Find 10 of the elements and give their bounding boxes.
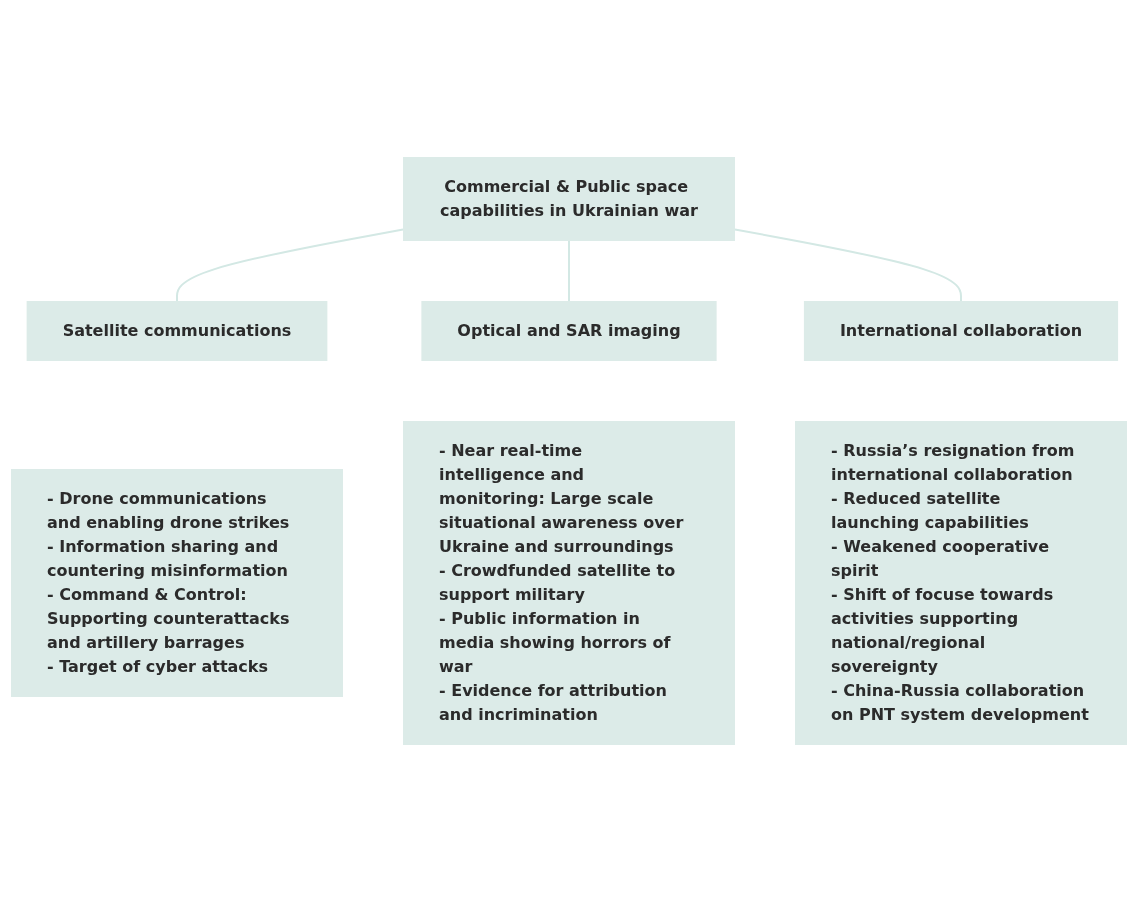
node-box: Commercial & Public space capabilities in Ukrainian war bbox=[402, 157, 735, 241]
node-box: International collaboration bbox=[803, 301, 1118, 361]
connector bbox=[733, 228, 962, 302]
node-box: - Near real-time intelligence and monitoring: Large scale situational awareness over Ukraine and surroundings - Crowdfunded satellite to support military - Public information in media showing horrors of war - Evidence for attribution and incrimination bbox=[402, 421, 735, 745]
node-box: Optical and SAR imaging bbox=[420, 301, 717, 361]
node-box: - Russia’s resignation from international collaboration - Reduced satellite launching capabilities - Weakened cooperative spirit - Shift of focuse towards activities supporting national/regional sovereignty - China-Russia collaboration on PNT system development bbox=[794, 421, 1127, 745]
connector bbox=[175, 228, 404, 302]
node-box: - Drone communications and enabling drone strikes - Information sharing and countering misinformation - Command & Control: Supporting counterattacks and artillery barrages - Target of cyber attacks bbox=[10, 469, 343, 697]
connector bbox=[567, 240, 570, 302]
node-box: Satellite communications bbox=[26, 301, 327, 361]
